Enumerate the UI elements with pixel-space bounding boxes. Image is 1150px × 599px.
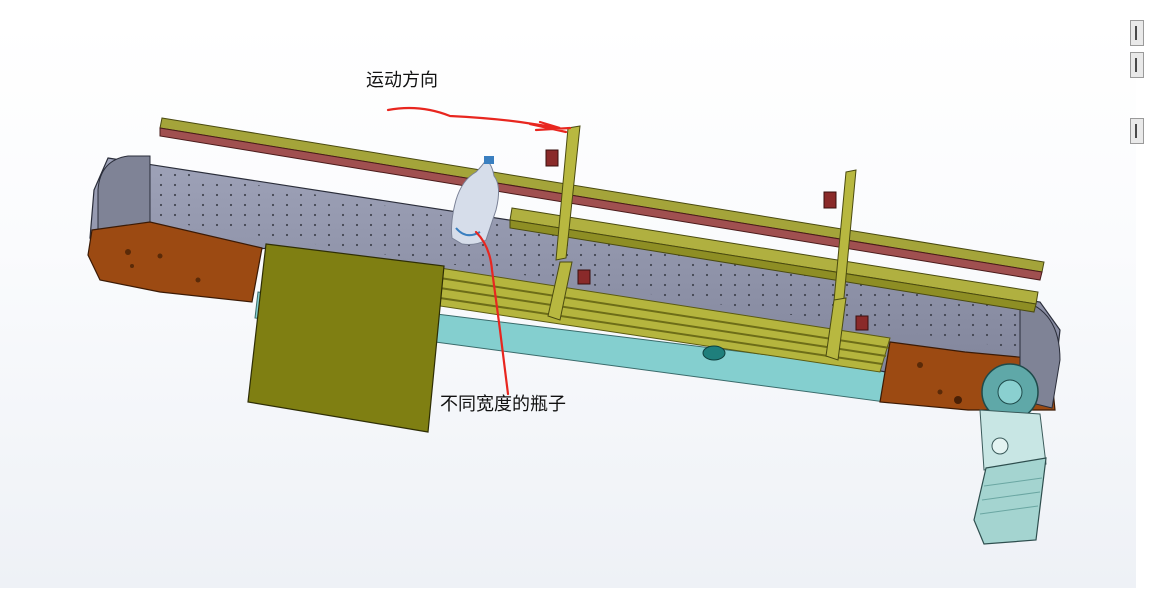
pointer-line: [474, 230, 510, 396]
direction-label: 运动方向: [366, 70, 438, 91]
toolbar-button-1[interactable]: [1130, 20, 1144, 46]
back-guide-rail-face: [159, 127, 1043, 281]
guard-plate: [247, 243, 445, 433]
direction-arrow: [386, 106, 572, 134]
right-toolbar: [1128, 14, 1150, 154]
belt-perforation: [140, 166, 1040, 352]
left-end-plate: [87, 221, 263, 303]
toolbar-button-2[interactable]: [1130, 52, 1144, 78]
conveyor-model: [87, 106, 1061, 545]
bracket-4: [825, 297, 847, 361]
bottle-label: 不同宽度的瓶子: [440, 394, 566, 415]
bracket-3: [547, 261, 573, 321]
front-guide-rail-face: [509, 219, 1037, 313]
bracket-1: [555, 125, 581, 261]
toolbar-button-3[interactable]: [1130, 118, 1144, 144]
cad-viewport[interactable]: [0, 22, 1136, 588]
left-pulley: [97, 155, 151, 243]
port: [702, 345, 726, 361]
motor-gearbox: [973, 363, 1047, 545]
